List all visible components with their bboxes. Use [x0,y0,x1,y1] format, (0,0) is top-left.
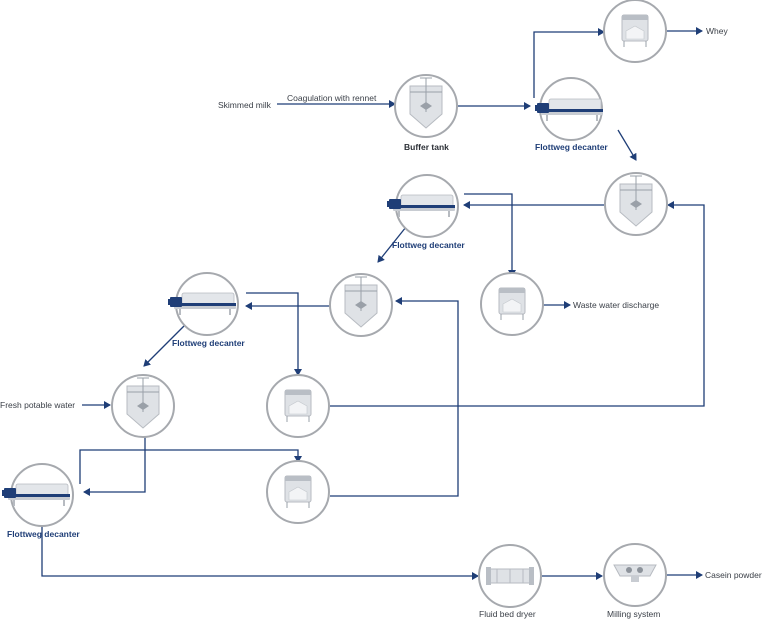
label-milling-system: Milling system [607,609,660,619]
label-decanter-4: Flottweg decanter [7,529,80,539]
holding-container-lower [266,460,330,524]
label-decanter-2: Flottweg decanter [392,240,465,250]
decanter-2 [386,174,459,238]
label-fluid-bed-dryer: Fluid bed dryer [479,609,536,619]
wash-tank-4 [111,374,175,438]
buffer-tank [394,74,458,138]
flow-decanter-4-to-dryer [41,518,479,580]
decanter-1 [534,77,604,141]
flow-lower-container-return-to-tank-3 [330,297,459,497]
flow-lines [41,27,705,580]
flow-decanter-3-to-container [246,292,302,376]
flow-decanter-4-to-lower-container [79,449,302,484]
label-decanter-1: Flottweg decanter [535,142,608,152]
label-fresh-water: Fresh potable water [0,400,75,410]
holding-container-mid [266,374,330,438]
flow-tank-4-to-decanter-4 [83,437,146,496]
wash-tank-3 [329,273,393,337]
decanter-4 [1,463,74,527]
whey-container [603,0,667,63]
milling-system [603,543,667,607]
fluid-bed-dryer [478,544,542,608]
label-casein-powder: Casein powder [705,570,762,580]
flow-decanter-3-to-tank-4 [143,321,189,367]
label-coagulation: Coagulation with rennet [287,93,377,103]
label-whey: Whey [706,26,728,36]
flow-container-return-to-tank-2 [330,201,705,407]
label-decanter-3: Flottweg decanter [172,338,245,348]
flow-decanter-2-to-waste [464,193,516,277]
flow-decanter-1-to-tank-2 [617,129,637,161]
label-waste-water: Waste water discharge [573,300,659,310]
decanter-3 [167,272,239,336]
flow-decanter-to-whey-container [533,28,605,98]
label-buffer-tank: Buffer tank [404,142,449,152]
wash-tank-2 [604,172,668,236]
waste-container [480,272,544,336]
label-skimmed-milk: Skimmed milk [218,100,272,110]
